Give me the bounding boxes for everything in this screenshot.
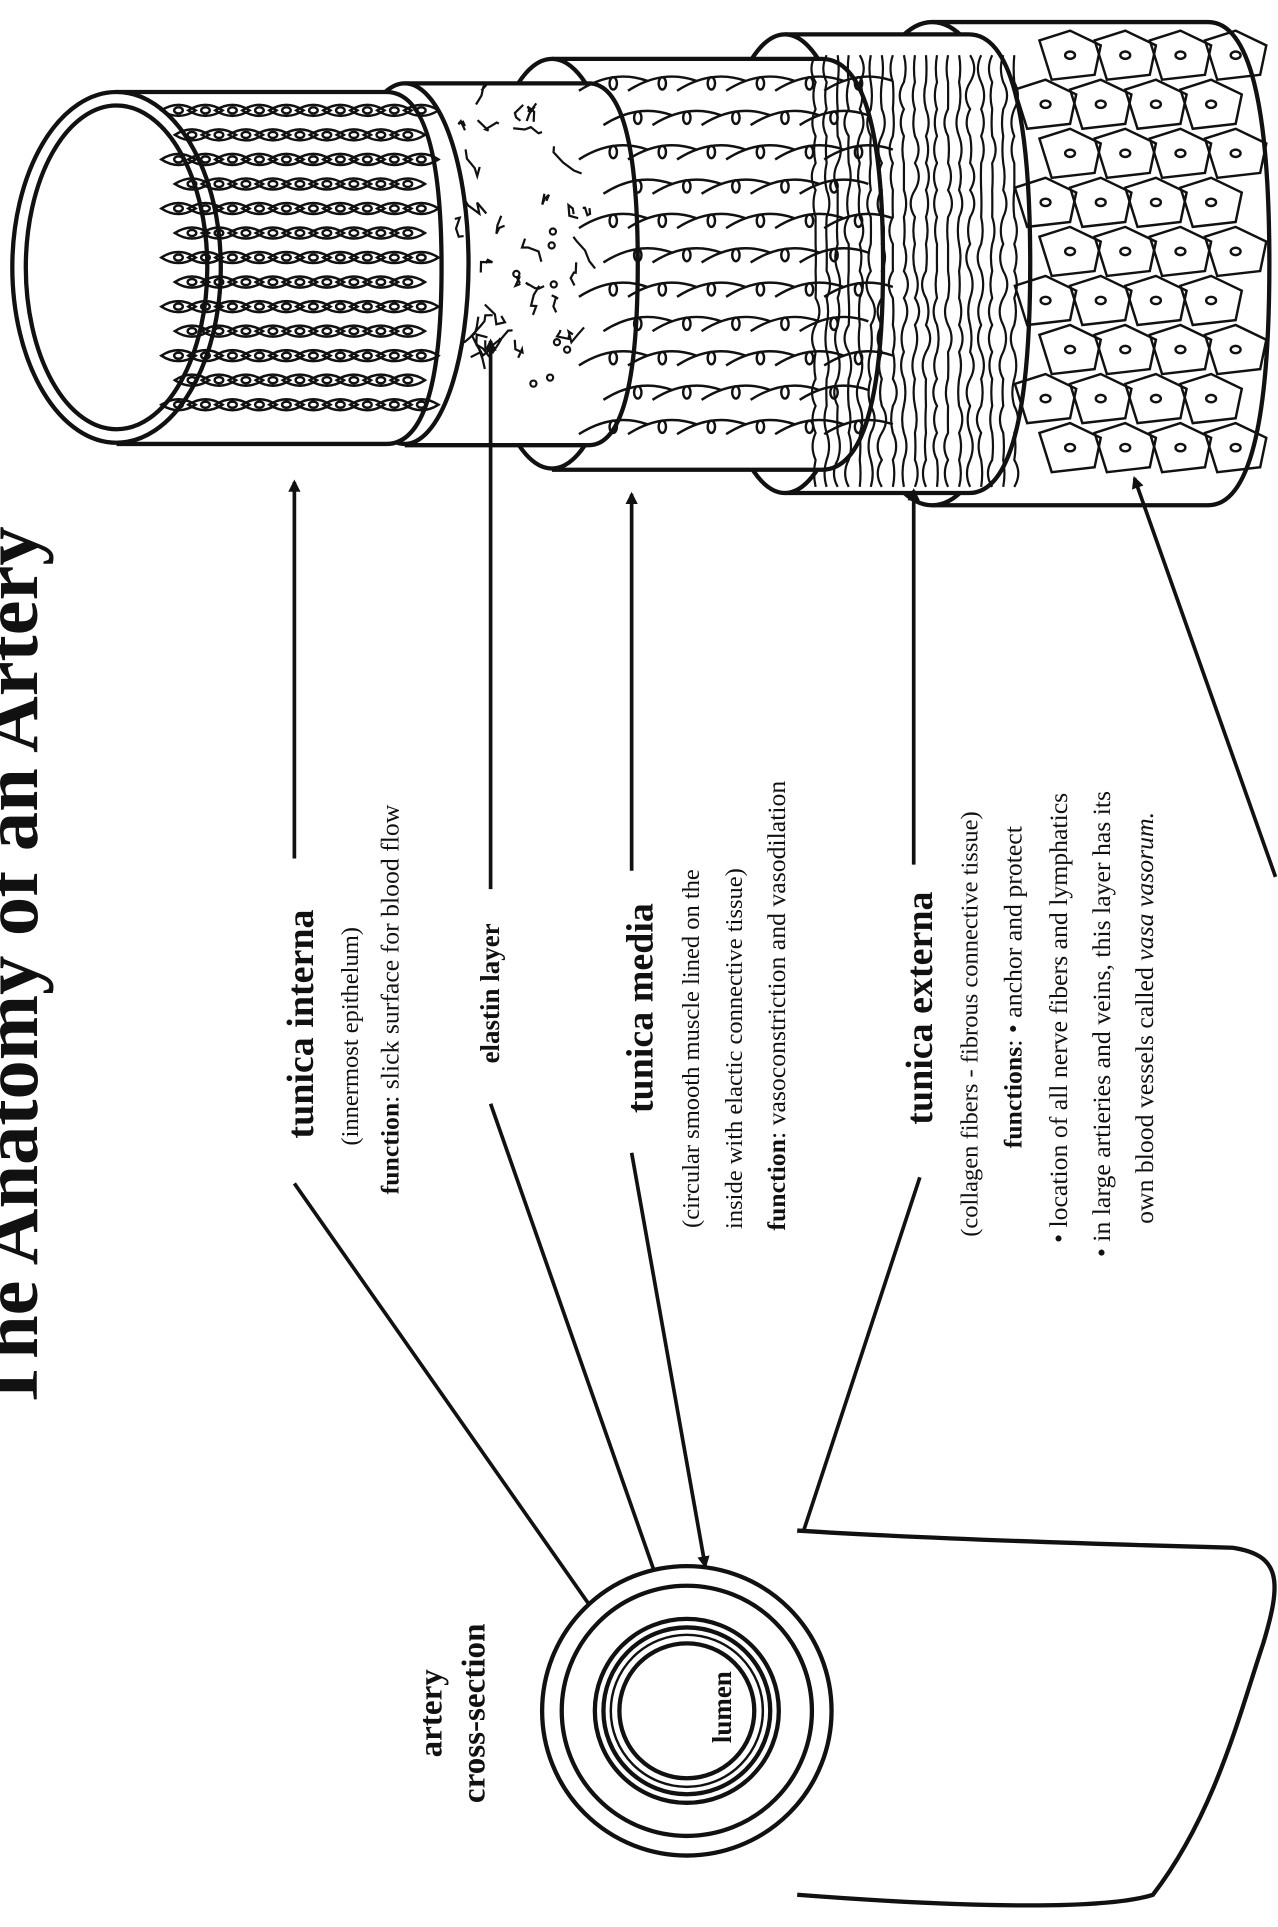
- tunica-media-function-text: : vasoconstriction and vasodilation: [762, 781, 791, 1139]
- label-tunica-externa: tunica externa (collagen fibers - fibrou…: [899, 791, 1159, 1257]
- outer-ring: [542, 1566, 831, 1855]
- tunica-media-function-label: function: [762, 1139, 791, 1231]
- tunica-externa-bullet1: • location of all nerve fibers and lymph…: [1044, 793, 1073, 1243]
- label-tunica-interna: tunica interna (innermost epithelum) fun…: [280, 804, 405, 1194]
- tunica-interna-function-text: : slick surface for blood flow: [376, 804, 405, 1103]
- tunica-externa-bullet2: • in large artieries and veins, this lay…: [1087, 791, 1116, 1257]
- tunica-externa-bullet3: own blood vessels called vasa vasorum.: [1130, 812, 1159, 1224]
- elastin-layer-name: elastin layer: [475, 923, 505, 1063]
- artery-cross-section: [542, 1531, 1274, 1906]
- lumen-label: lumen: [707, 1671, 737, 1743]
- cross-section-label-line2: cross-section: [455, 1623, 492, 1803]
- tunica-media-desc2: inside with elactic connective tissue): [721, 868, 748, 1229]
- tunica-externa-functions-label: functions: [999, 1047, 1028, 1149]
- tunica-externa-functions-first: : • anchor and protect: [999, 826, 1028, 1047]
- tunica-interna-desc: (innermost epithelum): [337, 927, 364, 1146]
- cross-section-body: [797, 1531, 1274, 1906]
- interna-arrow-down: [294, 1183, 629, 1661]
- tunica-interna-name: tunica interna: [280, 910, 322, 1139]
- tunica-externa-bullet3-prefix: own blood vessels called: [1130, 961, 1159, 1224]
- tunica-media-desc1: (circular smooth muscle lined on the: [678, 869, 705, 1228]
- tunica-media-name: tunica media: [619, 903, 661, 1113]
- label-elastin-layer: elastin layer: [475, 923, 505, 1063]
- tunica-externa-bullet3-italic: vasa vasorum.: [1130, 812, 1159, 961]
- tunica-externa-name: tunica externa: [899, 891, 941, 1124]
- tunica-interna-function: function: slick surface for blood flow: [376, 804, 405, 1194]
- externa-arrow-down: [800, 1177, 920, 1542]
- label-tunica-media: tunica media (circular smooth muscle lin…: [619, 781, 790, 1231]
- tunica-externa-functions: functions: • anchor and protect: [999, 826, 1028, 1148]
- interna-segment: [12, 92, 441, 444]
- tunica-interna-function-label: function: [376, 1103, 405, 1195]
- diagram-title: The Anatomy of an Artery: [0, 526, 54, 1411]
- tunica-media-function: function: vasoconstriction and vasodilat…: [762, 781, 791, 1231]
- cross-section-label-line1: artery: [413, 1669, 450, 1758]
- tunica-externa-desc: (collagen fibers - fibrous connective ti…: [956, 811, 983, 1236]
